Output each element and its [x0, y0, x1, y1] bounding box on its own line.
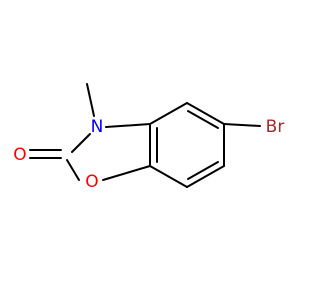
bond-c6-c7: [186, 165, 225, 188]
atom-ring-oxygen: O: [85, 172, 98, 192]
atom-labels: N O O Br: [13, 117, 284, 192]
structure-canvas: N O O Br: [13, 83, 285, 192]
bond-n-methyl: [86, 83, 95, 117]
bond-ring-oxygen-c7a: [102, 165, 151, 181]
bond-c4-c5: [186, 102, 225, 125]
atom-bromine: Br: [266, 117, 285, 137]
bond-c6-c7-inner: [187, 161, 219, 180]
bonds: [29, 83, 261, 188]
bond-c3a-c4: [149, 102, 188, 125]
atom-nitrogen: N: [91, 117, 104, 137]
atom-carbonyl-oxygen: O: [13, 145, 26, 165]
bond-n-carbonyl-carbon: [71, 133, 91, 153]
bond-c4-c5-inner: [187, 110, 219, 129]
bond-c5-br: [223, 123, 261, 127]
bond-n-c3a: [105, 123, 151, 128]
bond-c7-c7a: [149, 165, 188, 188]
bond-carbonyl-ring-oxygen: [66, 159, 80, 181]
molecule-diagram: N O O Br: [13, 83, 284, 192]
